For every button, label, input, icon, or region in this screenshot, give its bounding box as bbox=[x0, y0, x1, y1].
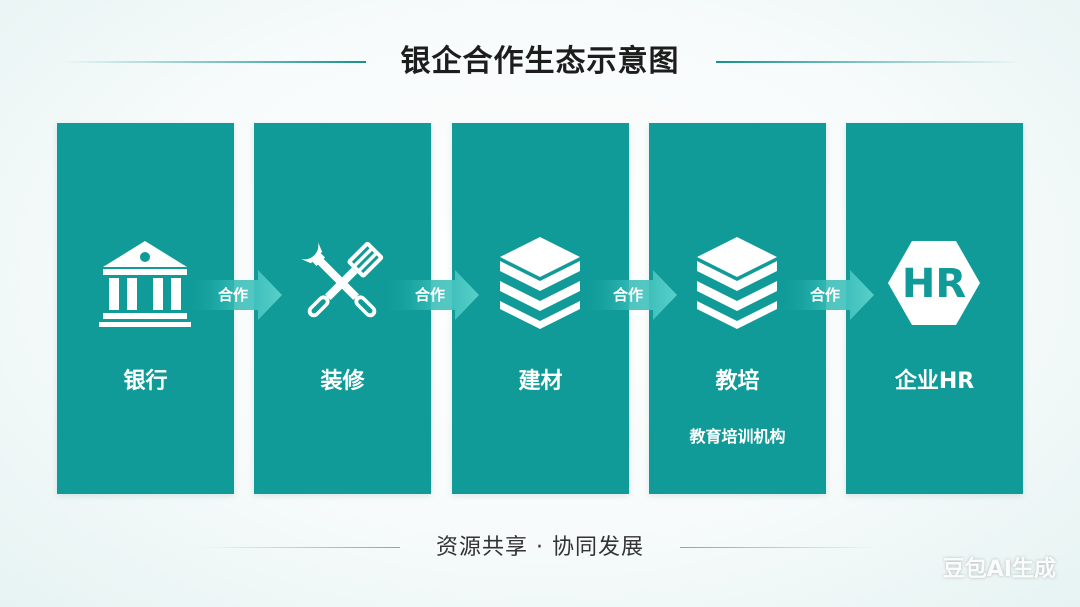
tools-icon bbox=[300, 241, 384, 318]
connector-label-4: 合作 bbox=[809, 286, 840, 304]
connector-arrow-3: 合作 bbox=[585, 270, 677, 320]
connector-arrow-2: 合作 bbox=[387, 270, 479, 320]
connector-arrow-4: 合作 bbox=[782, 270, 874, 320]
panel-enterprise-hr-label: 企业HR bbox=[894, 369, 975, 394]
arrow-icon bbox=[387, 270, 479, 320]
panel-education-label: 教培 bbox=[715, 369, 760, 394]
layers-icon bbox=[500, 237, 580, 329]
title-divider-left bbox=[60, 61, 366, 63]
panel-building-materials-label: 建材 bbox=[518, 369, 563, 394]
connector-label-3: 合作 bbox=[612, 286, 643, 304]
tagline: 资源共享 · 协同发展 bbox=[436, 535, 644, 560]
bank-icon bbox=[99, 241, 191, 327]
tagline-divider-left bbox=[200, 547, 400, 548]
arrow-icon bbox=[190, 270, 282, 320]
arrow-icon bbox=[585, 270, 677, 320]
connector-arrow-1: 合作 bbox=[190, 270, 282, 320]
arrow-icon bbox=[782, 270, 874, 320]
panel-education-sublabel: 教育培训机构 bbox=[689, 427, 786, 446]
panel-enterprise-hr: HR 企业HR bbox=[846, 123, 1023, 494]
layers-icon bbox=[697, 237, 777, 329]
tagline-divider-right bbox=[680, 547, 880, 548]
panel-bank-label: 银行 bbox=[123, 369, 168, 394]
hr-icon-text: HR bbox=[902, 261, 966, 307]
connector-label-2: 合作 bbox=[414, 286, 445, 304]
panel-renovation-label: 装修 bbox=[320, 369, 365, 394]
connector-label-1: 合作 bbox=[217, 286, 248, 304]
watermark: 豆包AI生成 bbox=[942, 557, 1056, 582]
title-row: 银企合作生态示意图 bbox=[0, 40, 1080, 84]
hr-icon: HR bbox=[888, 241, 980, 325]
tagline-row: 资源共享 · 协同发展 bbox=[0, 530, 1080, 566]
page-title: 银企合作生态示意图 bbox=[400, 44, 680, 79]
title-divider-right bbox=[716, 61, 1022, 63]
